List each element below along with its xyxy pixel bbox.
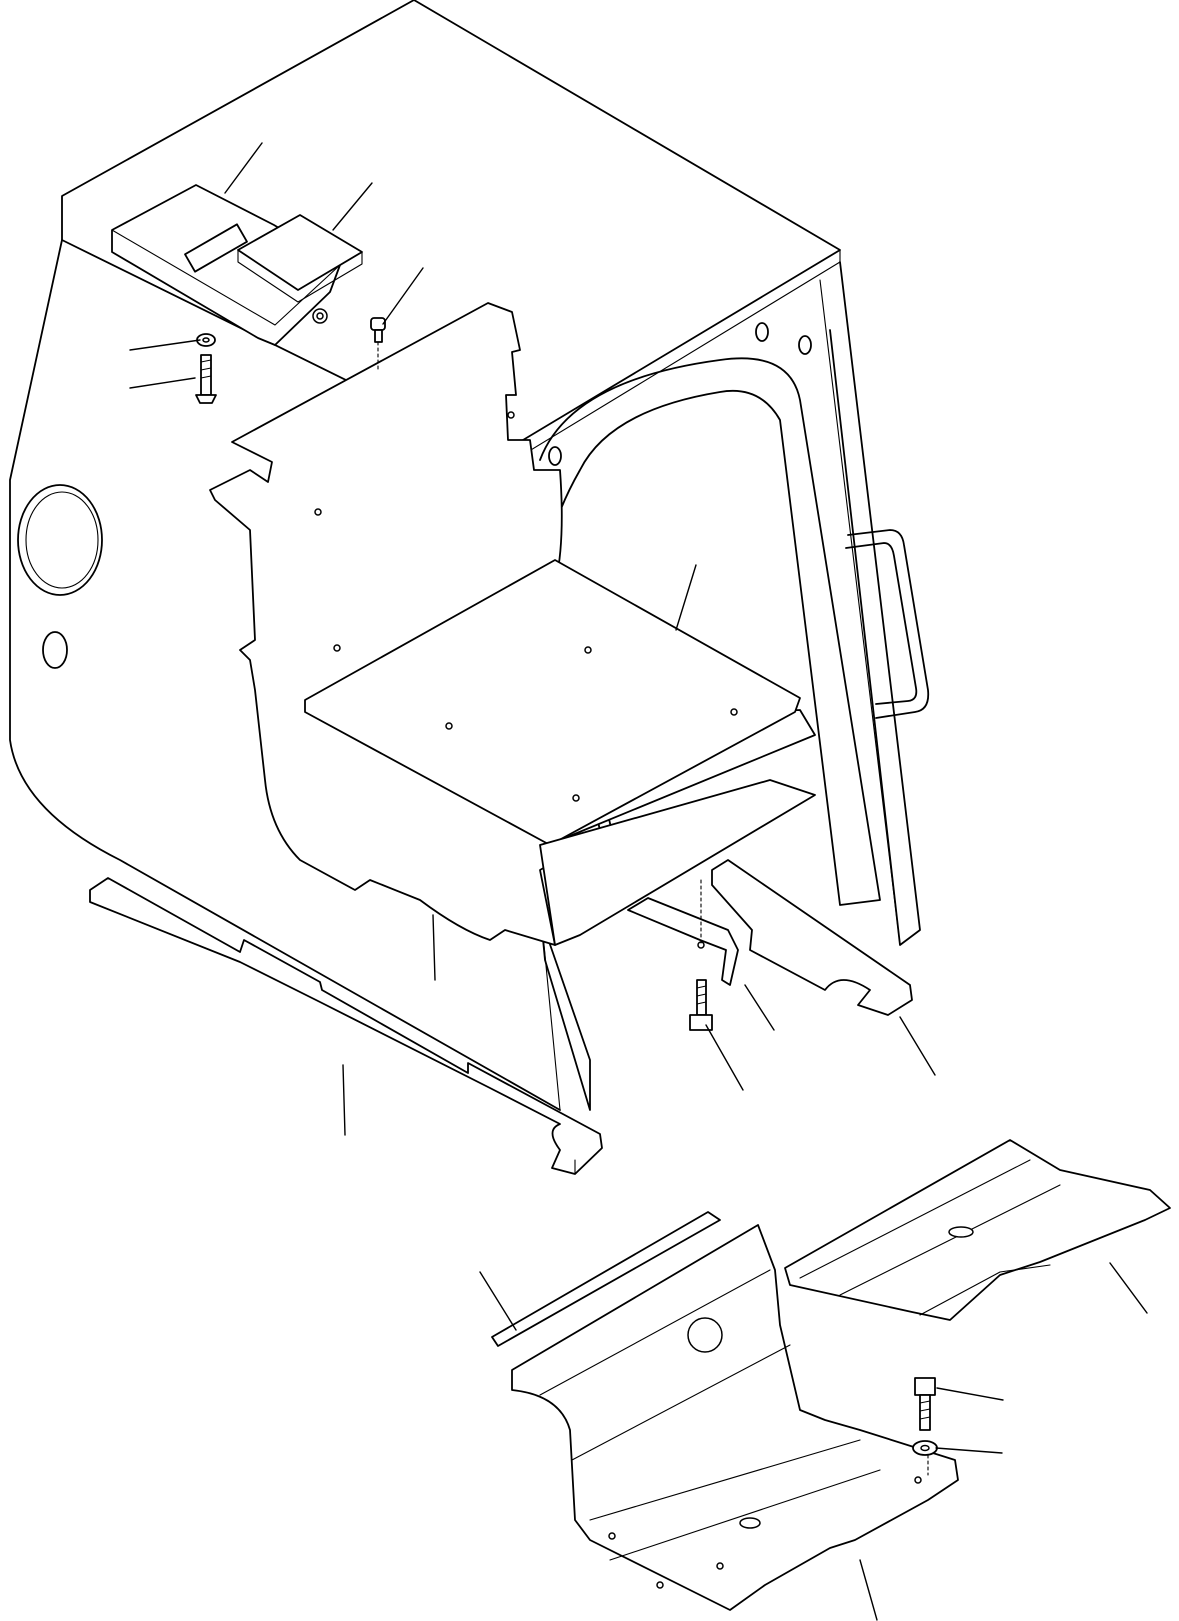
floor-mat-right [784,1139,1171,1321]
right-grab-handle [845,529,930,719]
bolt-top-center [370,317,386,373]
bolt-washer-bottom-right [912,1377,938,1476]
top-cover-assembly [111,184,363,346]
floor-seal-strip [491,1211,721,1347]
rear-wall-panel [209,302,816,946]
bolt-washer-top-left [195,333,217,404]
bolt-floor-right [689,979,713,1031]
floor-mat-main [511,1224,959,1611]
floor-rail-left [89,877,603,1175]
floor-bracket-right [627,859,913,1016]
callout-leaders [129,142,1148,1621]
